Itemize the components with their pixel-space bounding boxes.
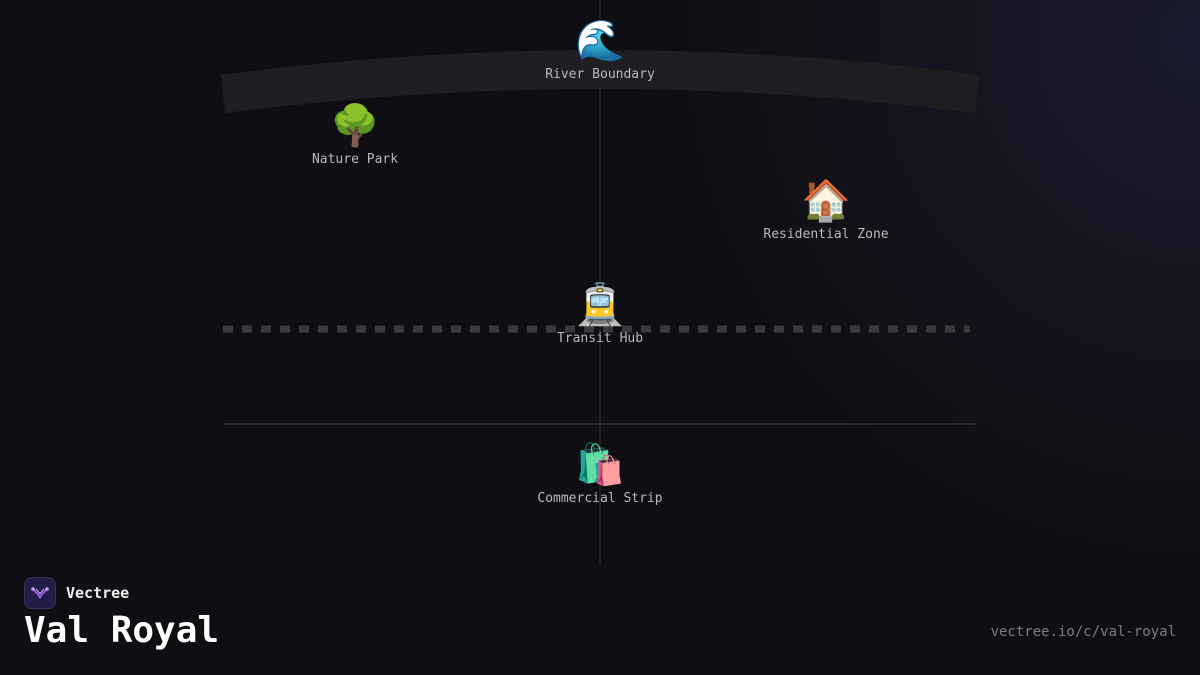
landmark-label: Transit Hub xyxy=(556,331,644,346)
page-title: Val Royal xyxy=(24,610,220,651)
tree-icon: 🌳 xyxy=(330,103,380,149)
landmark-nature-park[interactable]: 🌳 Nature Park xyxy=(255,102,455,167)
wave-icon: 🌊 xyxy=(575,18,625,64)
landmark-label: Commercial Strip xyxy=(537,491,663,506)
landmark-label: Nature Park xyxy=(311,152,399,167)
tram-icon: 🚊 xyxy=(575,282,625,328)
vectree-logo-icon xyxy=(24,577,56,609)
house-icon: 🏠 xyxy=(801,178,851,224)
landmark-label: River Boundary xyxy=(545,67,655,82)
shopping-bags-icon: 🛍️ xyxy=(575,442,625,488)
river-band xyxy=(221,50,979,113)
landmark-label: Residential Zone xyxy=(763,227,889,242)
landmark-residential-zone[interactable]: 🏠 Residential Zone xyxy=(726,177,926,242)
page-url-link[interactable]: vectree.io/c/val-royal xyxy=(990,624,1176,640)
brand-name: Vectree xyxy=(66,584,130,602)
landmark-transit-hub[interactable]: 🚊 Transit Hub xyxy=(500,281,700,346)
landmark-river-boundary[interactable]: 🌊 River Boundary xyxy=(500,17,700,82)
landmark-commercial-strip[interactable]: 🛍️ Commercial Strip xyxy=(500,441,700,506)
brand[interactable]: Vectree xyxy=(24,577,129,609)
